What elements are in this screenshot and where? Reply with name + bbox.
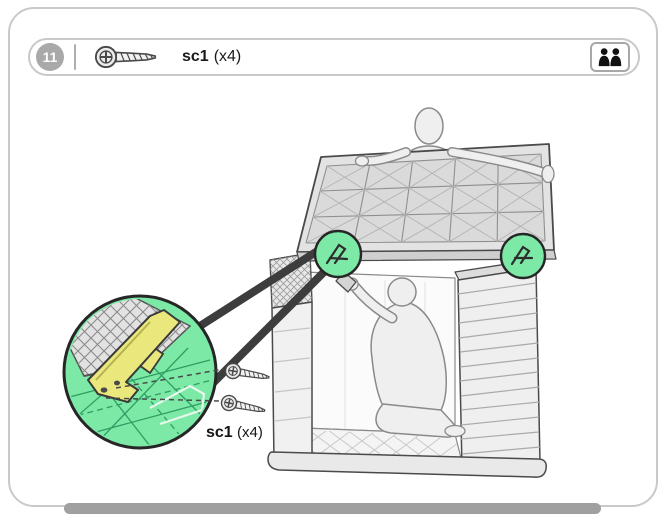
left-hand [354, 155, 370, 167]
floor-step-lines [149, 384, 206, 426]
hinge-bracket [87, 309, 181, 403]
hinge-glyph-left [325, 243, 349, 265]
callout-part-code: sc1 [206, 424, 233, 441]
part-label: sc1(x4) [182, 48, 241, 66]
screw-icon-a [223, 361, 271, 386]
kneeling-person [327, 264, 466, 438]
kneeling-person-torso [370, 301, 448, 413]
magnifier-detail [62, 294, 218, 450]
step-number-badge: 11 [36, 43, 64, 71]
screw-callout: sc1 (x4) [105, 361, 271, 441]
two-people-silhouettes [598, 48, 622, 67]
standing-person-arms [354, 147, 555, 184]
two-people-icon [590, 42, 630, 72]
hinge-glyph-right [510, 245, 534, 266]
page-edge-shadow [64, 503, 601, 514]
step-header: 11 sc1(x4) [28, 38, 640, 76]
lid-rib-pattern [305, 153, 546, 244]
zoom-circle-outline [62, 294, 218, 450]
screw-guide-dashed-lines [105, 368, 225, 402]
hinge-screw-hole-b [114, 380, 120, 386]
right-hand [541, 164, 555, 184]
hinge-highlight-left [313, 229, 363, 279]
kneeling-person-legs [375, 403, 457, 438]
kneeling-person-foot [444, 424, 466, 438]
callout-part-qty: (x4) [237, 424, 263, 441]
base-plinth [267, 451, 547, 478]
screw-icon [94, 45, 157, 69]
hinge-ridge-line [95, 321, 151, 381]
hinge-screw-hole-a [100, 387, 108, 393]
part-qty: (x4) [213, 48, 242, 65]
header-divider [74, 44, 76, 70]
right-wall-slats [457, 282, 541, 455]
standing-person-head [414, 107, 444, 145]
highlight-circle-left [313, 229, 363, 279]
lid-grid [312, 156, 544, 243]
left-pillar-ribs [273, 327, 312, 422]
highlight-circle-right [499, 232, 547, 280]
kneeling-person-head [387, 277, 417, 307]
step-number: 11 [42, 49, 58, 65]
kneeling-person-arm [352, 284, 396, 322]
right-forearm [448, 148, 546, 176]
left-forearm [364, 148, 410, 165]
left-pillar [271, 301, 313, 463]
screw-icon-b [219, 393, 268, 419]
hinge-highlight-right [499, 232, 547, 280]
part-code: sc1 [182, 48, 209, 65]
